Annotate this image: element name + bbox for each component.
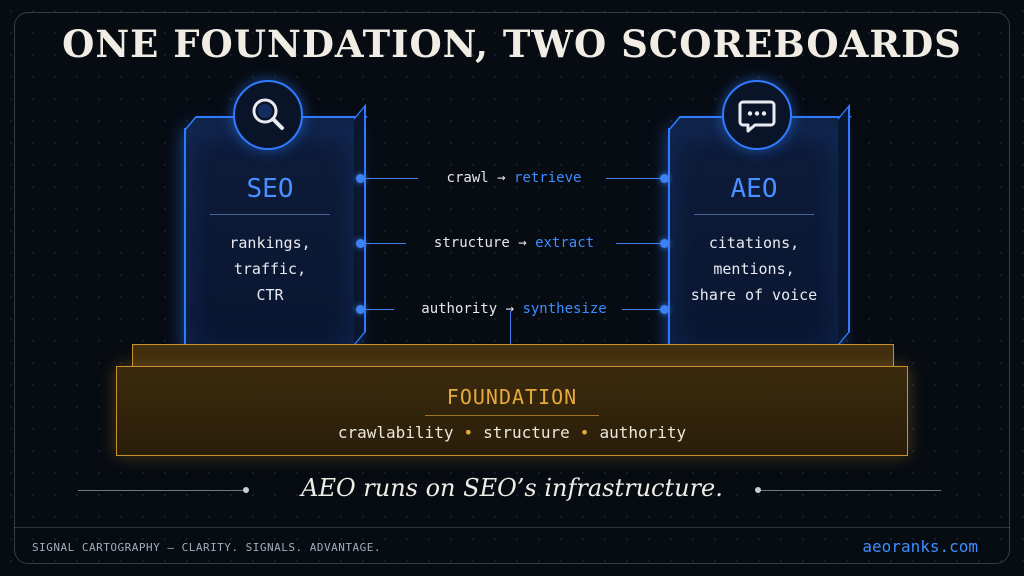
connector-dot xyxy=(660,239,669,248)
connector-from: structure xyxy=(433,235,510,251)
connector-from: authority xyxy=(421,301,498,317)
foundation-title: FOUNDATION xyxy=(446,385,578,409)
aeo-pillar-metrics: citations, mentions, share of voice xyxy=(670,230,838,308)
connector-to: extract xyxy=(535,235,595,251)
arrow-icon: → xyxy=(497,170,506,186)
tagline-row: AEO runs on SEO’s infrastructure. xyxy=(0,474,1024,508)
seo-pillar-divider xyxy=(210,214,330,215)
tagline-rule-left xyxy=(78,490,244,491)
tagline: AEO runs on SEO’s infrastructure. xyxy=(301,474,723,502)
arrow-icon: → xyxy=(505,301,514,317)
tagline-dot-right xyxy=(755,487,761,493)
page-title: ONE FOUNDATION, TWO SCOREBOARDS xyxy=(62,22,962,66)
seo-pillar-metrics: rankings, traffic, CTR xyxy=(186,230,354,308)
connector-row: crawl → retrieve xyxy=(356,168,669,188)
connector-to: retrieve xyxy=(514,170,582,186)
connector-row: structure → extract xyxy=(356,233,669,253)
aeo-pillar-name: AEO xyxy=(730,174,778,204)
connector-to: synthesize xyxy=(522,301,607,317)
footer-site-link[interactable]: aeoranks.com xyxy=(862,537,978,556)
aeo-pillar-side xyxy=(838,103,850,346)
aeo-metric: citations, xyxy=(708,234,800,252)
connector-line xyxy=(360,178,418,179)
aeo-pillar: AEO citations, mentions, share of voice xyxy=(668,103,852,356)
connector-line xyxy=(360,243,406,244)
foundation-top-face xyxy=(132,344,894,367)
connector-label: authority → synthesize xyxy=(360,299,668,319)
seo-metric: CTR xyxy=(256,286,284,304)
arrow-icon: → xyxy=(518,235,527,251)
magnifier-icon xyxy=(233,80,303,150)
connector-line xyxy=(622,309,664,310)
foundation-item: crawlability xyxy=(337,423,454,442)
outer-frame xyxy=(14,12,1010,564)
footer-divider xyxy=(14,527,1010,528)
connector-dot xyxy=(660,174,669,183)
tagline-rule-right xyxy=(761,490,941,491)
foundation-block: FOUNDATION crawlability • structure • author… xyxy=(116,366,908,456)
center-anchor-line xyxy=(510,311,511,366)
tagline-dot-left xyxy=(243,487,249,493)
connector-label: structure → extract xyxy=(360,233,668,253)
seo-metric: traffic, xyxy=(233,260,307,278)
connector-line xyxy=(360,309,394,310)
seo-pillar: SEO rankings, traffic, CTR xyxy=(184,103,368,356)
separator-dot-icon: • xyxy=(579,423,590,442)
connector-line xyxy=(606,178,664,179)
chat-bubble-icon xyxy=(722,80,792,150)
connector-row: authority → synthesize xyxy=(356,299,669,319)
foundation-divider xyxy=(425,415,599,416)
aeo-metric: mentions, xyxy=(713,260,795,278)
foundation-item: structure xyxy=(483,423,570,442)
seo-metric: rankings, xyxy=(229,234,311,252)
connector-line xyxy=(616,243,664,244)
footer-tagline: SIGNAL CARTOGRAPHY — CLARITY. SIGNALS. A… xyxy=(32,541,382,554)
separator-dot-icon: • xyxy=(463,423,474,442)
aeo-metric: share of voice xyxy=(690,286,818,304)
seo-pillar-name: SEO xyxy=(246,174,294,204)
aeo-pillar-divider xyxy=(694,214,814,215)
connector-from: crawl xyxy=(446,170,489,186)
connector-label: crawl → retrieve xyxy=(360,168,668,188)
connector-dot xyxy=(660,305,669,314)
foundation-item: authority xyxy=(599,423,687,442)
foundation-items: crawlability • structure • authority xyxy=(117,423,907,442)
